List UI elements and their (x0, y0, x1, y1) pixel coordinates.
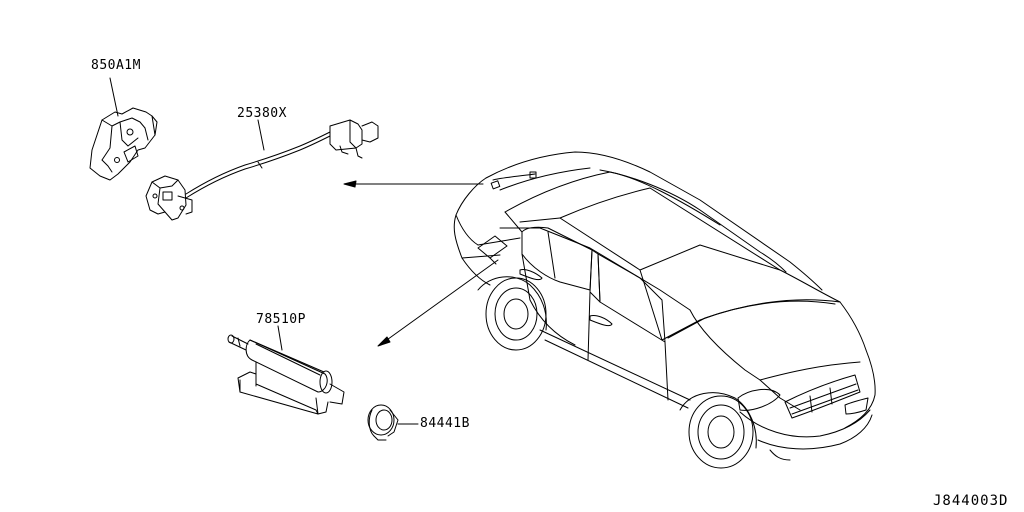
part-label-bracket: 850A1M (91, 58, 141, 73)
actuator-part-drawing (227, 325, 345, 415)
bracket-part-drawing (89, 77, 158, 181)
harness-part-drawing (145, 119, 379, 221)
diagram-code: J844003D (933, 493, 1009, 509)
sedan-car-illustration (453, 151, 876, 469)
part-label-grommet: 84441B (420, 416, 470, 431)
grommet-part-drawing (367, 404, 419, 441)
part-label-harness: 25380X (237, 106, 287, 121)
part-label-actuator: 78510P (256, 312, 306, 327)
reference-arrows (343, 180, 499, 347)
